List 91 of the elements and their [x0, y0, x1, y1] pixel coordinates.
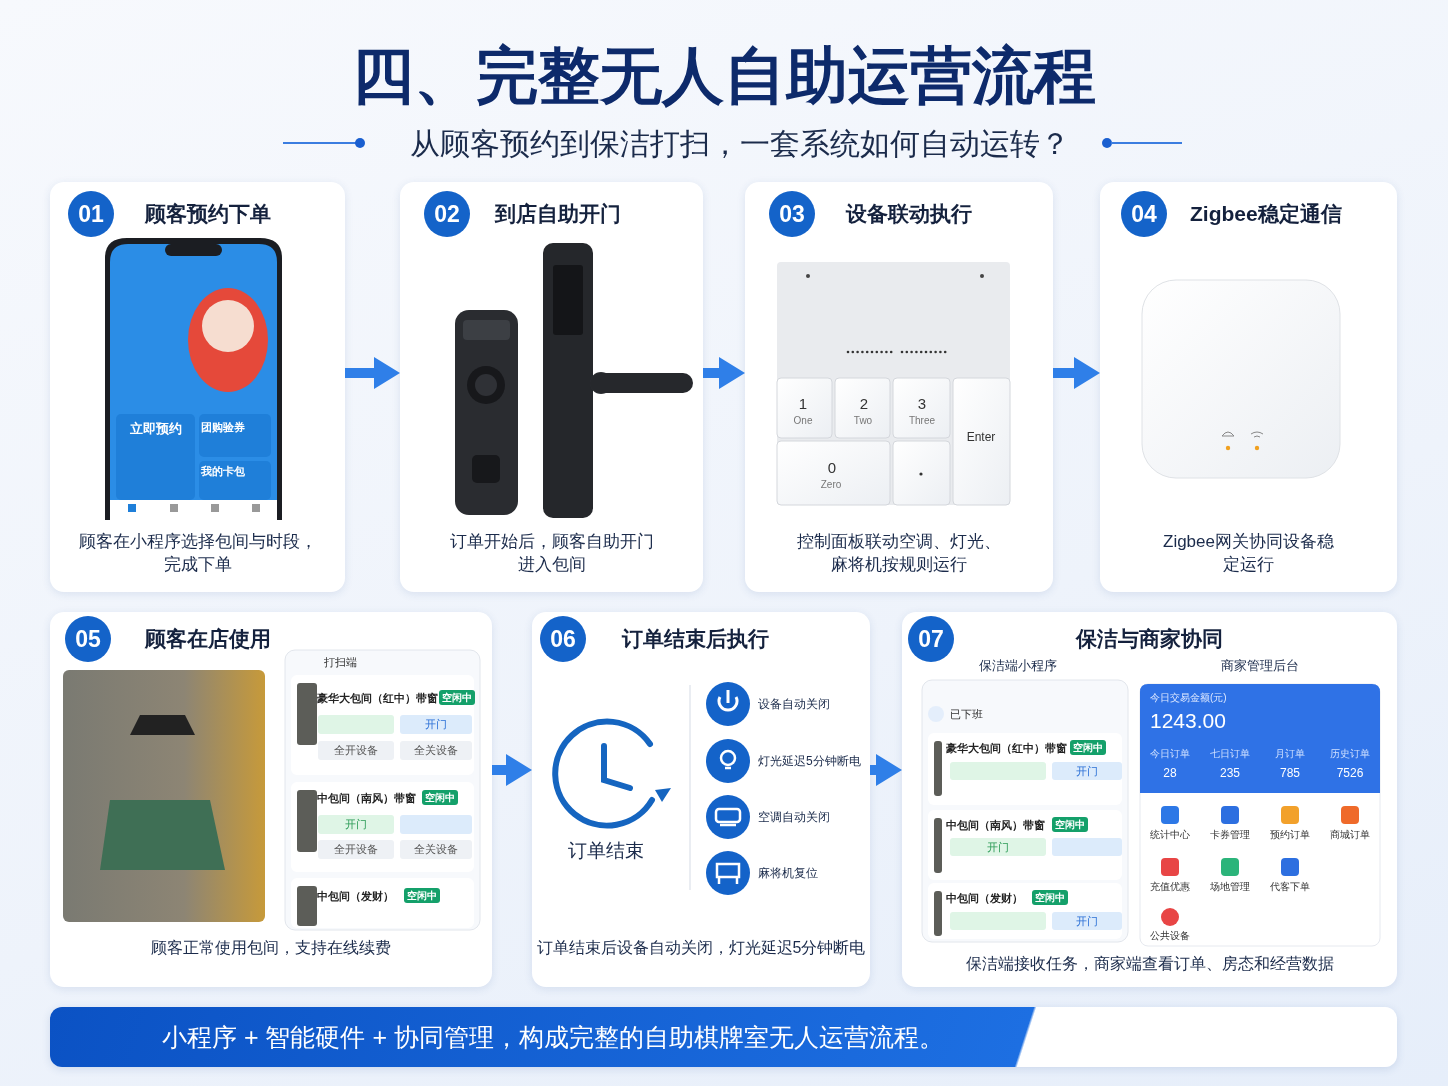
key-label: Enter — [965, 429, 997, 446]
tile-label: 立即预约 — [129, 420, 183, 438]
menu-label: 商城订单 — [1329, 828, 1371, 842]
action-text: 灯光延迟5分钟断电 — [758, 753, 862, 770]
panel-heading: 保洁端小程序 — [978, 657, 1058, 675]
menu-label: 统计中心 — [1149, 828, 1191, 842]
stat-label: 历史订单 — [1329, 747, 1371, 761]
clock-caption: 订单结束 — [567, 839, 645, 863]
step-card — [532, 612, 870, 987]
action-text: 设备自动关闭 — [758, 696, 831, 713]
key-label: One — [792, 414, 814, 427]
key-label: 1 — [797, 394, 809, 414]
summary-banner — [50, 1007, 1397, 1067]
room-name: 中包间（发财） — [946, 891, 1024, 906]
action-text: 空调自动关闭 — [758, 809, 831, 826]
action-text: 麻将机复位 — [758, 865, 819, 882]
menu-label: 预约订单 — [1269, 828, 1311, 842]
app-button: 开门 — [400, 715, 472, 734]
banner-text: 小程序 + 智能硬件 + 协同管理，构成完整的自助棋牌室无人运营流程。 — [162, 1022, 944, 1053]
tile-label: 我的卡包 — [201, 464, 246, 479]
key-label: 0 — [826, 458, 838, 478]
room-name: 豪华大包间（红中）带窗 — [317, 691, 437, 706]
app-button: 全开设备 — [318, 840, 394, 859]
step-description: 顾客正常使用包间，支持在线续费 — [150, 938, 392, 958]
stat-label: 月订单 — [1274, 747, 1306, 761]
step-description: 订单开始后，顾客自助开门进入包间 — [448, 531, 655, 576]
key-label: Three — [907, 414, 937, 427]
room-name: 中包间（南风）带窗 — [317, 791, 417, 806]
arrow — [870, 754, 902, 786]
step-title: 顾客在店使用 — [145, 626, 271, 652]
arrow — [492, 754, 532, 786]
room-name: 中包间（南风）带窗 — [946, 818, 1046, 833]
step-description: 控制面板联动空调、灯光、麻将机按规则运行 — [796, 531, 1002, 576]
status-badge: 空闲中 — [404, 888, 440, 903]
stat-label: 今日订单 — [1149, 747, 1191, 761]
step-title: 设备联动执行 — [846, 201, 972, 227]
step-number-badge: 02 — [424, 191, 470, 237]
subtitle: 从顾客预约到保洁打扫，一套系统如何自动运转？ — [409, 126, 1071, 162]
key-label: 3 — [916, 394, 928, 414]
menu-label: 充值优惠 — [1149, 880, 1191, 894]
status-badge: 空闲中 — [1052, 817, 1088, 832]
step-number-badge: 01 — [68, 191, 114, 237]
screen-title: 打扫端 — [322, 655, 358, 670]
app-button: 开门 — [950, 838, 1046, 856]
arrow — [703, 357, 745, 389]
app-button: 全关设备 — [400, 741, 472, 760]
panel-heading: 商家管理后台 — [1220, 657, 1300, 675]
status-badge: 空闲中 — [439, 690, 475, 705]
step-description: Zigbee网关协同设备稳定运行 — [1162, 531, 1335, 576]
app-button: 全开设备 — [318, 741, 394, 760]
menu-label: 代客下单 — [1269, 880, 1311, 894]
step-title: Zigbee稳定通信 — [1190, 201, 1342, 227]
room-name: 中包间（发财） — [317, 889, 395, 904]
step-title: 顾客预约下单 — [145, 201, 271, 227]
stat-label: 今日交易金额(元) — [1150, 691, 1228, 705]
stat-value: 28 — [1162, 765, 1178, 782]
app-button: 全关设备 — [400, 840, 472, 859]
step-description: 顾客在小程序选择包间与时段，完成下单 — [77, 531, 318, 576]
stat-value: 785 — [1279, 765, 1301, 782]
arrow — [345, 357, 400, 389]
arrow — [1053, 357, 1100, 389]
menu-label: 卡券管理 — [1209, 828, 1251, 842]
amount-value: 1243.00 — [1150, 708, 1227, 734]
status-badge: 空闲中 — [1070, 740, 1106, 755]
tile-label: 团购验券 — [201, 420, 246, 435]
step-number-badge: 07 — [908, 616, 954, 662]
step-title: 保洁与商家协同 — [1076, 626, 1223, 652]
step-description: 订单结束后设备自动关闭，灯光延迟5分钟断电 — [535, 938, 867, 958]
stat-label: 七日订单 — [1209, 747, 1251, 761]
status-badge: 空闲中 — [1032, 890, 1068, 905]
key-label: Zero — [819, 478, 843, 491]
step-title: 订单结束后执行 — [622, 626, 769, 652]
step-number-badge: 06 — [540, 616, 586, 662]
app-button: 开门 — [1052, 762, 1122, 780]
app-button: 开门 — [1052, 912, 1122, 930]
page-title: 四、完整无人自助运营流程 — [351, 40, 1097, 112]
menu-label: 场地管理 — [1209, 880, 1251, 894]
step-title: 到店自助开门 — [495, 201, 621, 227]
step-number-badge: 04 — [1121, 191, 1167, 237]
stat-value: 7526 — [1335, 765, 1365, 782]
step-number-badge: 05 — [65, 616, 111, 662]
status-text: 已下班 — [950, 707, 984, 722]
status-badge: 空闲中 — [422, 790, 458, 805]
step-number-badge: 03 — [769, 191, 815, 237]
step-description: 保洁端接收任务，商家端查看订单、房态和经营数据 — [964, 954, 1335, 974]
key-label: 2 — [858, 394, 870, 414]
room-name: 豪华大包间（红中）带窗 — [946, 741, 1066, 756]
app-button: 开门 — [318, 815, 394, 834]
key-label: Two — [852, 414, 874, 427]
menu-label: 公共设备 — [1149, 929, 1191, 943]
stat-value: 235 — [1219, 765, 1241, 782]
